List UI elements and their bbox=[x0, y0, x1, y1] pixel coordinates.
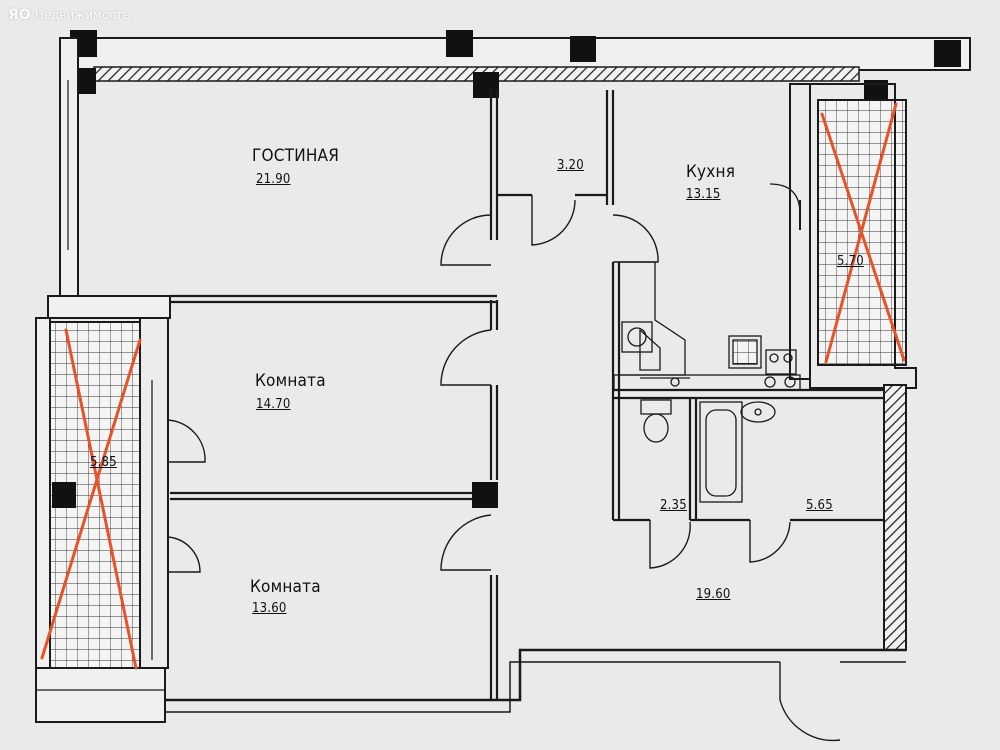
room-area-hall: 19.60 bbox=[696, 587, 731, 602]
balcony-left bbox=[49, 317, 169, 669]
room-area-wc: 2.35 bbox=[660, 498, 687, 513]
kitchen-fixtures bbox=[613, 261, 801, 391]
room-area-storage: 3.20 bbox=[557, 158, 584, 173]
room-area-bath: 5.65 bbox=[806, 498, 833, 513]
watermark: ЯО Недвижимость bbox=[8, 7, 130, 23]
exterior-wall-top bbox=[67, 30, 971, 104]
bathroom-fixtures bbox=[640, 399, 776, 503]
room-name-kitchen: Кухня bbox=[686, 162, 736, 182]
cross-marks bbox=[40, 102, 906, 670]
yandex-logo-icon: ЯО bbox=[8, 7, 31, 23]
exterior-wall-left bbox=[35, 37, 171, 723]
interior-walls bbox=[170, 90, 884, 700]
room-name-living: ГОСТИНАЯ bbox=[252, 146, 340, 166]
door-swings bbox=[167, 195, 841, 742]
room-area-room1: 14.70 bbox=[256, 397, 291, 412]
room-area-living: 21.90 bbox=[256, 172, 291, 187]
watermark-text: Недвижимость bbox=[34, 8, 130, 22]
balcony-right bbox=[769, 83, 917, 389]
room-area-room2: 13.60 bbox=[252, 601, 287, 616]
column-center bbox=[472, 482, 498, 508]
exterior-wall-right bbox=[165, 384, 907, 713]
room-name-room1: Комната bbox=[255, 371, 326, 391]
room-area-balcony-right: 5.70 bbox=[837, 254, 864, 269]
room-area-balcony-left: 5.85 bbox=[90, 455, 117, 470]
room-area-kitchen: 13.15 bbox=[686, 187, 721, 202]
room-name-room2: Комната bbox=[250, 577, 321, 597]
